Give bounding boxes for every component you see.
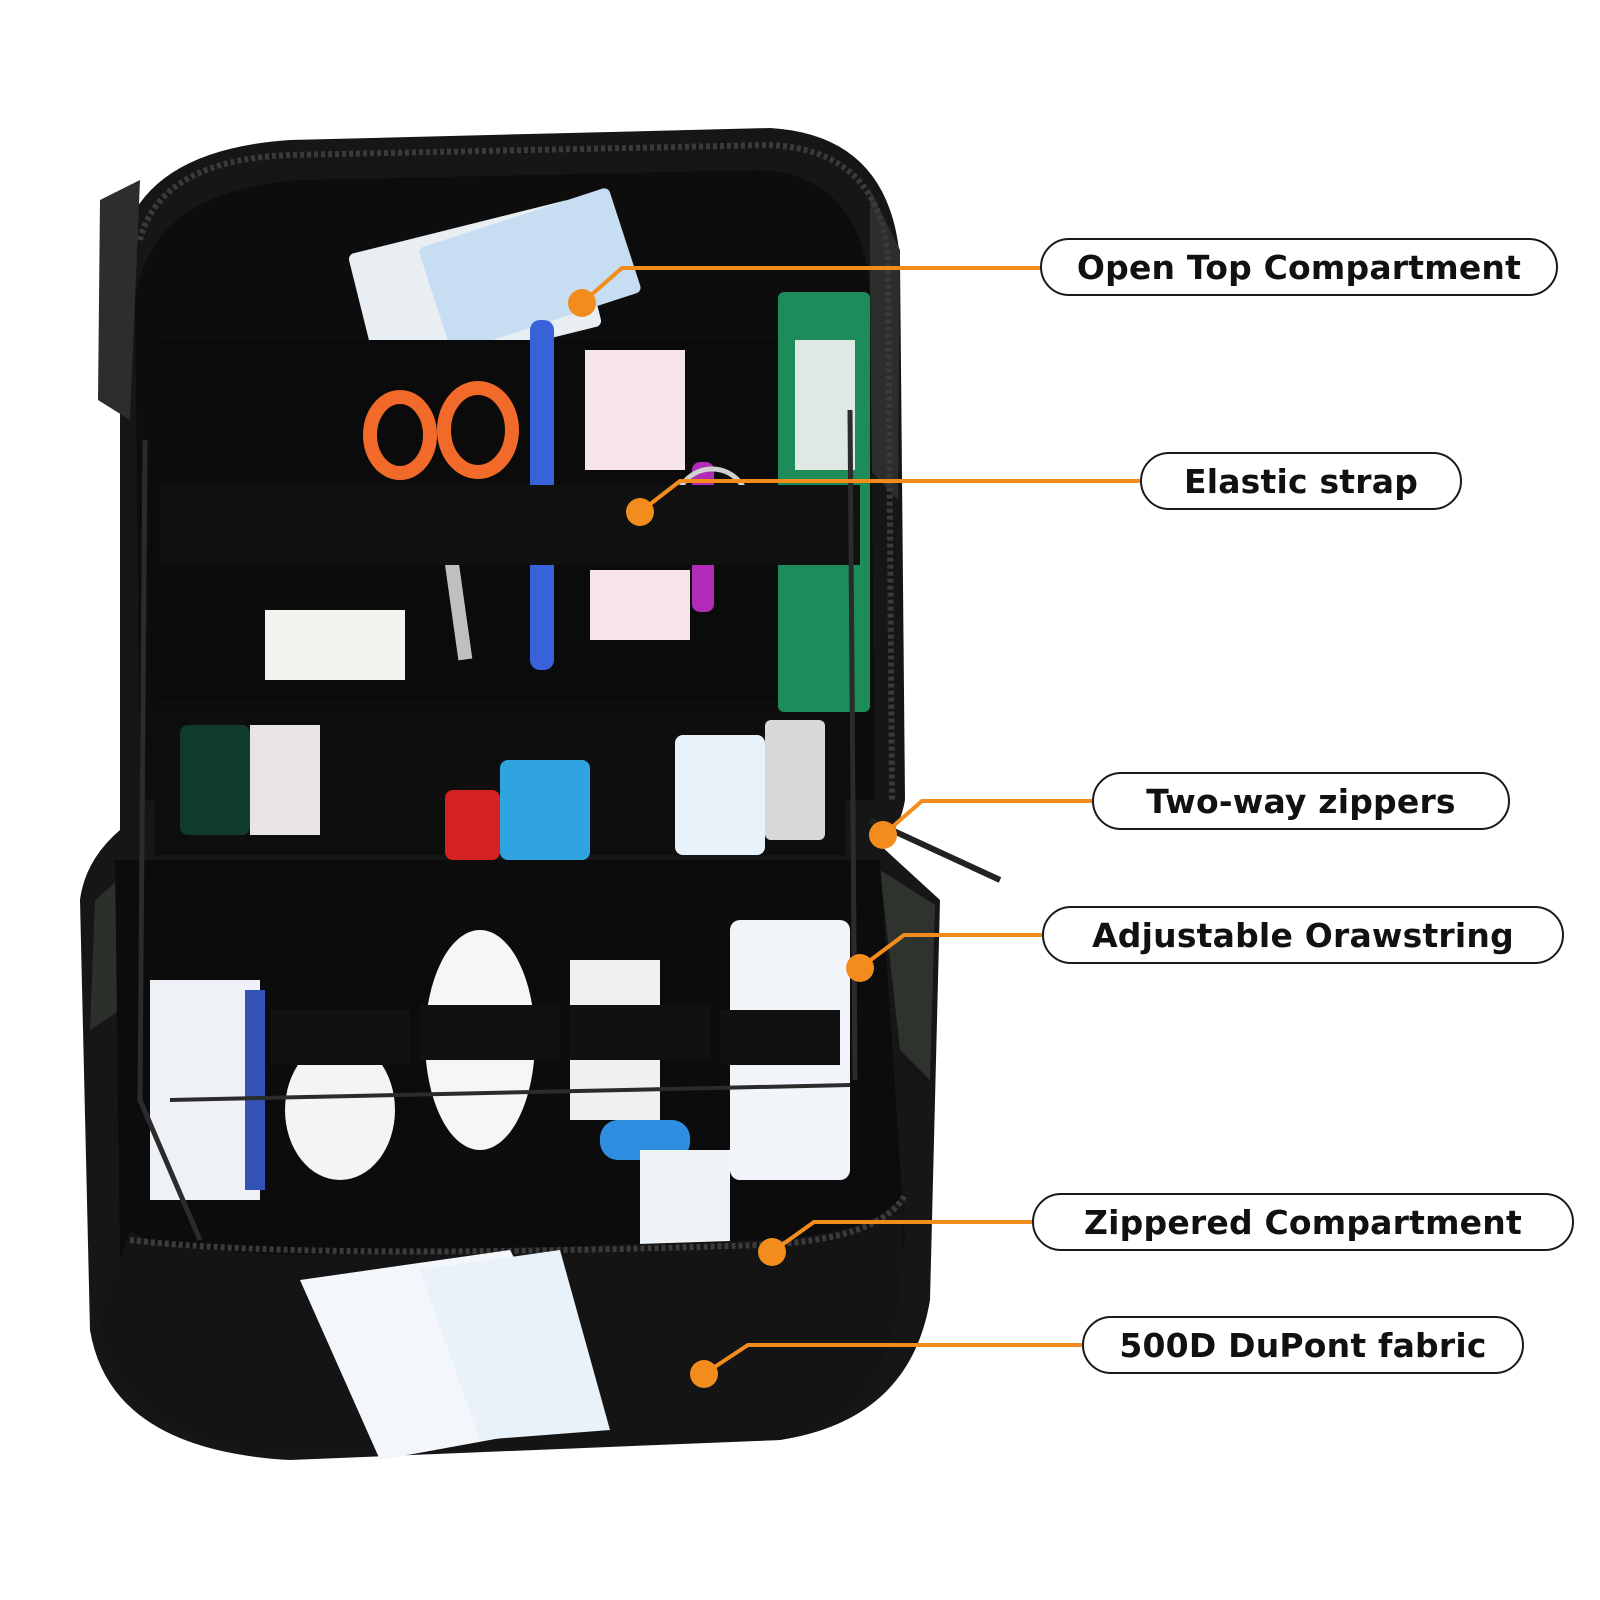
cotton-roll — [285, 1040, 395, 1180]
label-bottle — [250, 725, 320, 835]
callout-elastic-strap: Elastic strap — [1140, 452, 1462, 510]
elastic-band — [160, 485, 860, 565]
elastic-loop — [270, 1010, 410, 1065]
scissors-handle — [437, 381, 519, 479]
camo-patch — [880, 870, 935, 1080]
bandage-pack — [590, 570, 690, 640]
top-zipper — [137, 141, 895, 801]
callout-open-top-compartment: Open Top Compartment — [1040, 238, 1558, 296]
blue-bandage-roll — [500, 760, 590, 860]
wipe-bottom — [265, 610, 405, 680]
wipes-label — [245, 990, 265, 1190]
gauze-pad-packet — [420, 1250, 610, 1440]
red-cap — [445, 790, 500, 860]
drawstring-cord — [137, 439, 203, 1241]
elastic-loop — [420, 1005, 560, 1060]
blue-bandage-roll — [675, 735, 765, 855]
green-bottle — [180, 725, 250, 835]
elastic-loop — [720, 1010, 840, 1065]
bandage-pack — [585, 350, 685, 470]
clear-bag — [765, 720, 825, 840]
drawstring-cord — [169, 1083, 851, 1102]
callout-fabric: 500D DuPont fabric — [1082, 1316, 1524, 1374]
tweezers-card-window — [795, 340, 855, 470]
callout-adjustable-drawstring: Adjustable Orawstring — [1042, 906, 1564, 964]
scissors-handle — [363, 390, 437, 480]
callout-two-way-zippers: Two-way zippers — [1092, 772, 1510, 830]
blue-gauze-packet — [419, 188, 641, 352]
callout-zippered-compartment: Zippered Compartment — [1032, 1193, 1574, 1251]
scissors-blade — [441, 539, 473, 661]
elastic-loop — [570, 1005, 710, 1060]
camo-patch — [98, 180, 140, 420]
